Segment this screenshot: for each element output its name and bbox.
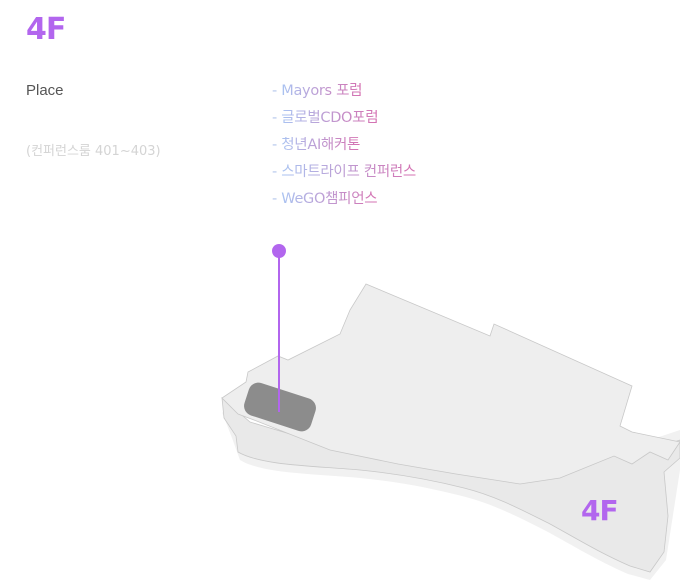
event-link-mayors-forum[interactable]: - Mayors 포럼 — [272, 81, 416, 108]
event-label: Mayors 포럼 — [281, 83, 363, 99]
room-label: (컨퍼런스룸 401~403) — [26, 144, 161, 159]
map-floor-label: 4F — [581, 494, 619, 527]
event-dash: - — [272, 110, 282, 126]
event-link-wego-champions[interactable]: - WeGO챔피언스 — [272, 189, 416, 216]
event-dash: - — [272, 137, 282, 153]
event-dash: - — [272, 83, 282, 99]
location-pin-dot — [272, 244, 286, 258]
event-list: - Mayors 포럼 - 글로벌CDO포럼 - 청년AI해커톤 - 스마트라이… — [272, 81, 416, 216]
event-label: 청년AI해커톤 — [281, 137, 361, 153]
place-label: Place — [26, 82, 64, 99]
event-link-youth-ai-hackathon[interactable]: - 청년AI해커톤 — [272, 135, 416, 162]
floor-side-wall — [221, 397, 680, 573]
event-link-global-cdo-forum[interactable]: - 글로벌CDO포럼 — [272, 108, 416, 135]
event-link-smart-life-conference[interactable]: - 스마트라이프 컨퍼런스 — [272, 162, 416, 189]
event-dash: - — [272, 191, 282, 207]
floor-title: 4F — [26, 12, 66, 47]
event-dash: - — [272, 164, 282, 180]
event-label: 스마트라이프 컨퍼런스 — [281, 164, 416, 180]
floor-top-surface — [221, 283, 680, 485]
event-label: WeGO챔피언스 — [281, 191, 378, 207]
event-label: 글로벌CDO포럼 — [281, 110, 379, 126]
